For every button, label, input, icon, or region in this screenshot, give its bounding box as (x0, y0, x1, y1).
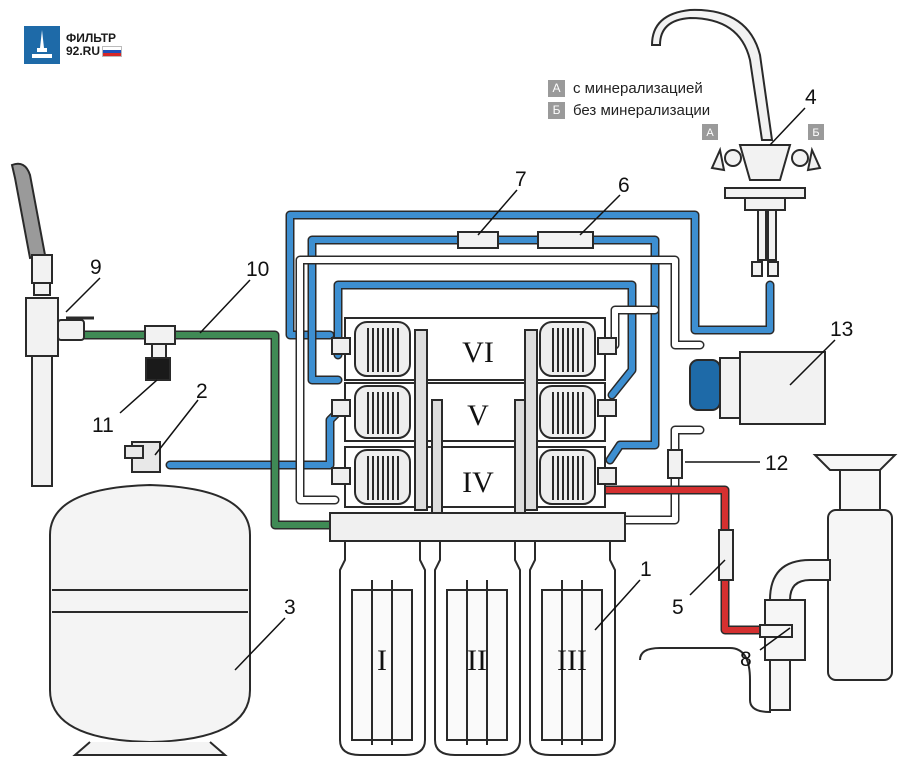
faucet-tag-b-label: Б (812, 127, 819, 139)
legend-key-b: Б (548, 101, 565, 119)
faucet-tag-a-label: А (706, 127, 714, 139)
faucet-legend: А с минерализацией Б без минерализации (548, 77, 710, 121)
callout-11: 11 (92, 414, 114, 437)
callout-12: 12 (765, 452, 788, 475)
inline-fittings (457, 231, 734, 581)
inlet-supply-hose (10, 162, 94, 487)
callout-13: 13 (830, 318, 853, 341)
cartridge-fittings (331, 337, 617, 485)
callout-numbers: 1 2 3 4 5 6 7 8 9 10 11 12 13 (90, 86, 853, 671)
drain-siphon (639, 454, 898, 714)
cartridge-ribs (367, 328, 584, 500)
stage-label-vi: VI (462, 336, 494, 369)
pump (689, 351, 826, 425)
storage-tank (49, 441, 251, 756)
callout-10: 10 (246, 258, 269, 281)
stage-label-i: I (377, 644, 387, 677)
blue-pipe-tank (165, 400, 350, 470)
blue-pipe-postcarbon (333, 280, 637, 400)
callout-9: 9 (90, 256, 102, 279)
stage-label-ii: II (467, 644, 487, 677)
callout-6: 6 (618, 174, 630, 197)
stage-label-iv: IV (462, 466, 494, 499)
blue-pipe-inner (307, 235, 660, 465)
faucet-tag-b (808, 124, 824, 140)
faucet-tags: А Б (702, 124, 824, 140)
russian-flag-icon (102, 46, 123, 58)
callout-5: 5 (672, 596, 684, 619)
red-pipe-drain (600, 485, 775, 635)
blue-pipe-outer (285, 210, 775, 340)
logo-text: ФИЛЬТР 92.RU (66, 31, 123, 58)
callout-2: 2 (196, 380, 208, 403)
callout-4: 4 (805, 86, 817, 109)
logo-monument-icon (24, 26, 60, 64)
logo: ФИЛЬТР 92.RU (24, 26, 123, 64)
stage-labels: VI V IV I II III (377, 336, 587, 677)
callout-1: 1 (640, 558, 652, 581)
callout-7: 7 (515, 168, 527, 191)
stage-label-iii: III (557, 644, 587, 677)
faucet-tag-a (702, 124, 718, 140)
legend-text-a: с минерализацией (573, 79, 703, 97)
tee-valve (144, 325, 176, 381)
prefilter-housings (329, 512, 626, 756)
leader-lines (65, 107, 836, 671)
callout-8: 8 (740, 648, 752, 671)
logo-line2: 92.RU (66, 44, 101, 58)
callout-3: 3 (284, 596, 296, 619)
legend-text-b: без минерализации (573, 101, 711, 119)
legend-key-a: А (548, 79, 565, 97)
legend-row-a: А с минерализацией (548, 77, 710, 99)
stage-label-v: V (467, 399, 489, 432)
legend-row-b: Б без минерализации (548, 99, 710, 121)
faucet (650, 8, 822, 277)
green-pipe-inlet (75, 330, 340, 530)
logo-line1: ФИЛЬТР (66, 31, 117, 45)
